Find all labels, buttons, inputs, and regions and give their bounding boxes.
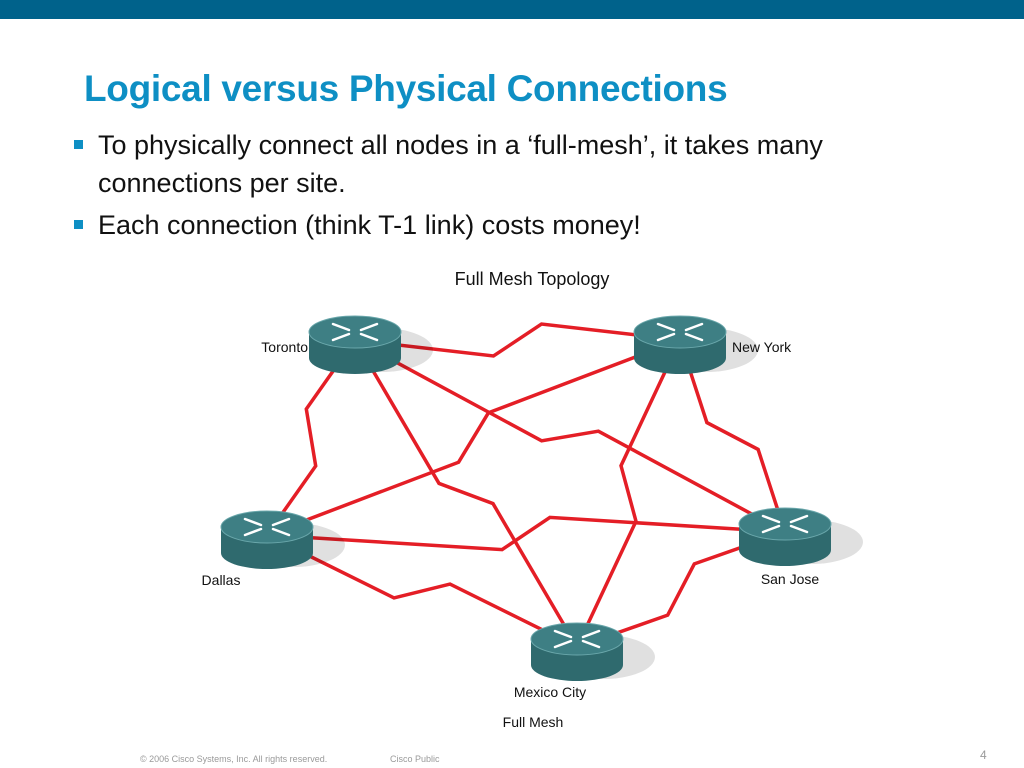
diagram-title: Full Mesh Topology: [455, 269, 610, 289]
router-dallas: [220, 510, 345, 569]
diagram-caption: Full Mesh: [503, 714, 564, 730]
link-toronto-dallas: [265, 338, 357, 537]
router-newyork: [633, 315, 758, 374]
router-arrows-icon: [553, 629, 601, 649]
slide-title: Logical versus Physical Connections: [84, 68, 728, 109]
link-toronto-mexicocity: [353, 339, 579, 648]
router-arrows-icon: [656, 322, 704, 342]
router-label-newyork: New York: [732, 339, 792, 355]
square-bullet-icon: [74, 220, 83, 229]
link-newyork-sanjose: [678, 339, 787, 533]
bullet-text: To physically connect all nodes in a ‘fu…: [98, 130, 823, 198]
router-label-sanjose: San Jose: [761, 571, 820, 587]
page-number: 4: [980, 748, 987, 762]
bullet-list: To physically connect all nodes in a ‘fu…: [72, 126, 972, 248]
router-arrows-icon: [761, 514, 809, 534]
link-newyork-dallas: [266, 338, 681, 537]
footer-copyright: © 2006 Cisco Systems, Inc. All rights re…: [140, 754, 328, 764]
router-arrows-icon: [243, 517, 291, 537]
link-toronto-newyork: [354, 322, 681, 358]
links-layer: [265, 322, 787, 649]
bullet-text: Each connection (think T-1 link) costs m…: [98, 210, 641, 240]
router-label-dallas: Dallas: [202, 572, 241, 588]
top-banner: [0, 0, 1024, 19]
router-mexicocity: [530, 622, 655, 681]
router-toronto: [308, 315, 433, 374]
router-label-toronto: Toronto: [261, 339, 308, 355]
router-sanjose: [738, 507, 863, 566]
square-bullet-icon: [74, 140, 83, 149]
full-mesh-diagram: Full Mesh Topology Toronto New YorkDallas…: [202, 269, 863, 730]
footer-classification: Cisco Public: [390, 754, 440, 764]
link-dallas-sanjose: [266, 515, 786, 552]
link-dallas-mexicocity: [266, 533, 578, 649]
link-newyork-mexicocity: [575, 339, 682, 648]
bullet-item: To physically connect all nodes in a ‘fu…: [72, 126, 972, 202]
bullet-item: Each connection (think T-1 link) costs m…: [72, 206, 972, 244]
link-toronto-sanjose: [354, 338, 786, 534]
router-label-mexicocity: Mexico City: [514, 684, 586, 700]
router-arrows-icon: [331, 322, 379, 342]
